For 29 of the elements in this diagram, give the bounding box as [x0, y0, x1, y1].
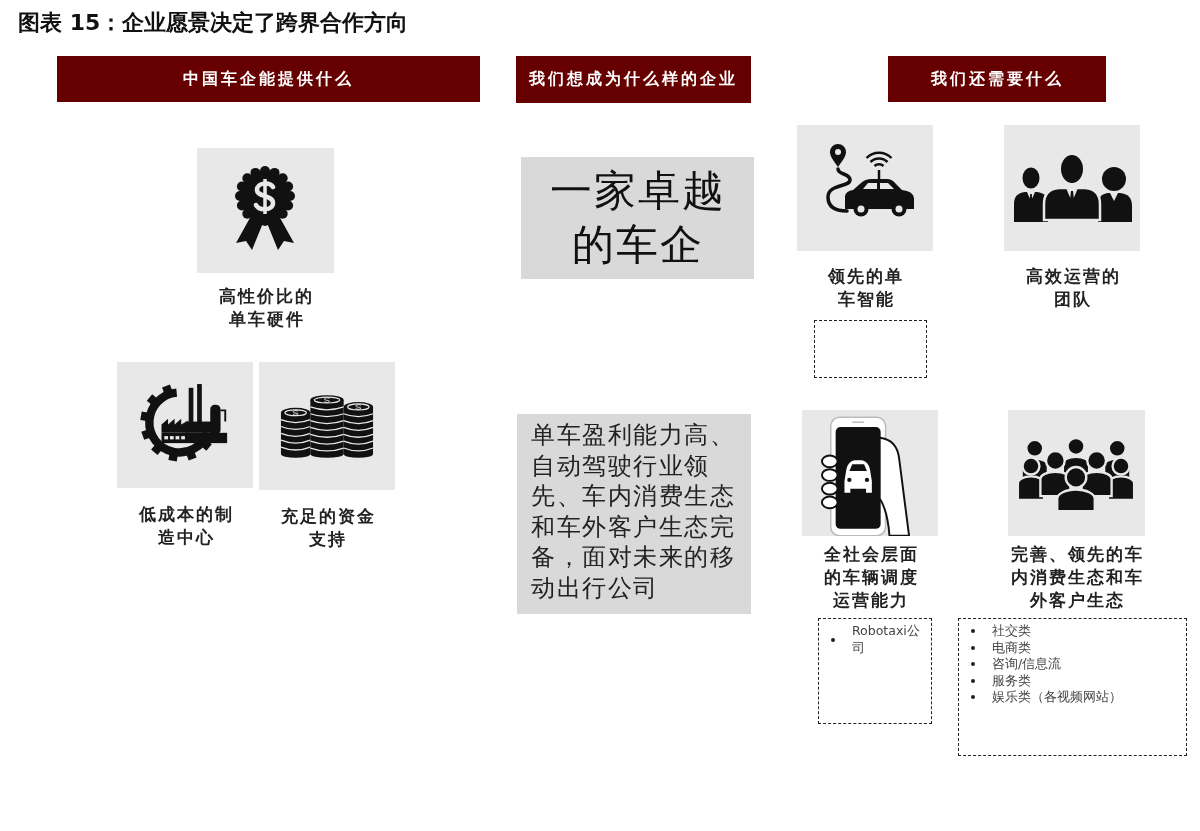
icon-tile: [197, 148, 334, 273]
list-item: Robotaxi公司: [852, 623, 921, 656]
header-bar: 中国车企能提供什么: [57, 56, 480, 102]
header-bar: 我们还需要什么: [888, 56, 1106, 102]
icon-tile: [117, 362, 253, 488]
header-bar: 我们想成为什么样的企业: [516, 56, 751, 103]
node-label: 低成本的制造中心: [137, 503, 235, 549]
list-item: 服务类: [992, 672, 1031, 689]
node-label: 全社会层面的车辆调度运营能力: [822, 543, 920, 612]
statement-box: 单车盈利能力高、自动驾驶行业领先、车内消费生态和车外客户生态完备，面对未来的移动出行公司: [517, 414, 751, 614]
figure-title: 图表 15：企业愿景决定了跨界合作方向: [18, 9, 409, 37]
dashed-box: [818, 618, 932, 724]
icon-tile: [802, 410, 938, 536]
list-item: 电商类: [992, 639, 1031, 656]
list-item: 娱乐类（各视频网站）: [992, 689, 1122, 706]
dashed-box: [814, 320, 927, 378]
node-label: 领先的单车智能: [827, 265, 905, 311]
dashed-box: [958, 618, 1187, 756]
node-label: 高效运营的团队: [1024, 265, 1122, 311]
node-label: 完善、领先的车内消费生态和车外客户生态: [1010, 543, 1145, 612]
icon-tile: [797, 125, 933, 251]
list-item: 社交类: [992, 623, 1031, 640]
node-label: 充足的资金支持: [279, 505, 377, 551]
node-label: 高性价比的单车硬件: [218, 285, 315, 331]
icon-tile: [259, 362, 395, 490]
icon-tile: [1004, 125, 1140, 251]
icon-tile: [1008, 410, 1145, 536]
statement-box: 一家卓越的车企: [521, 157, 754, 279]
list-item: 咨询/信息流: [992, 656, 1062, 673]
